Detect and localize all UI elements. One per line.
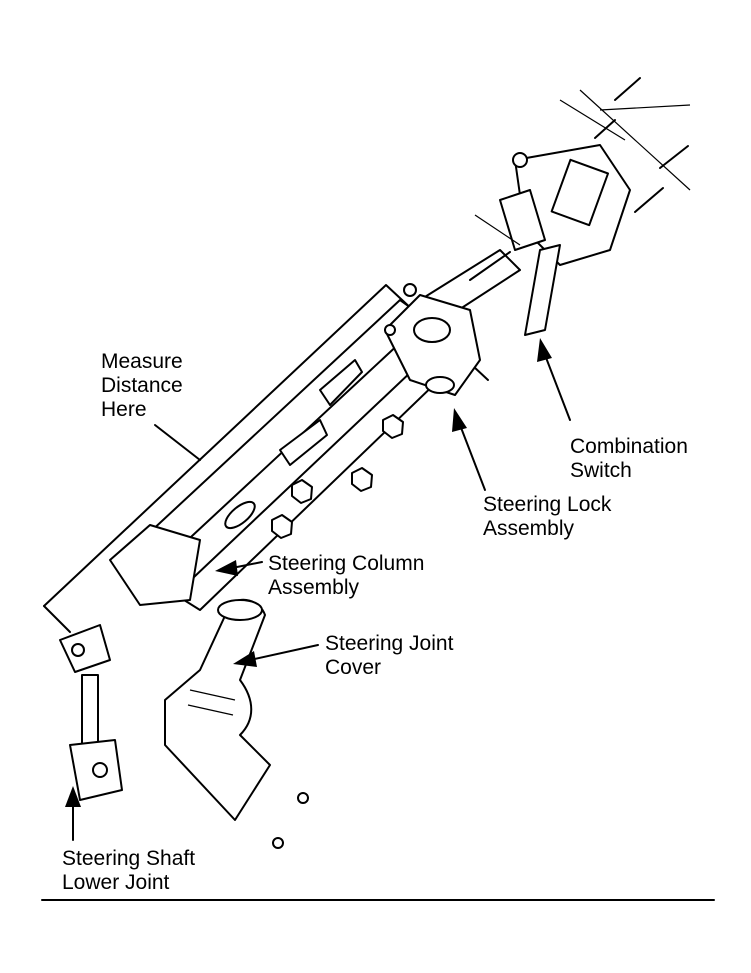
label-steering-column-assembly: Steering Column Assembly: [268, 552, 425, 599]
label-combination-switch: Combination Switch: [570, 435, 688, 482]
switch-screws: [474, 77, 691, 246]
label-steering-lock-assembly: Steering Lock Assembly: [483, 493, 612, 540]
steering-lock-body: [384, 283, 481, 396]
combination-switch-body: [499, 144, 631, 336]
column-brackets: [109, 359, 363, 606]
steering-joint-cover: [164, 598, 271, 821]
label-measure-distance-here: Measure Distance Here: [101, 350, 183, 421]
lower-shaft-joint: [59, 624, 123, 801]
cover-screws: [272, 792, 309, 849]
mounting-nuts: [271, 414, 404, 539]
label-steering-joint-cover: Steering Joint Cover: [325, 632, 454, 679]
label-steering-shaft-lower-joint: Steering Shaft Lower Joint: [62, 847, 196, 894]
leader-arrows: [65, 338, 571, 841]
